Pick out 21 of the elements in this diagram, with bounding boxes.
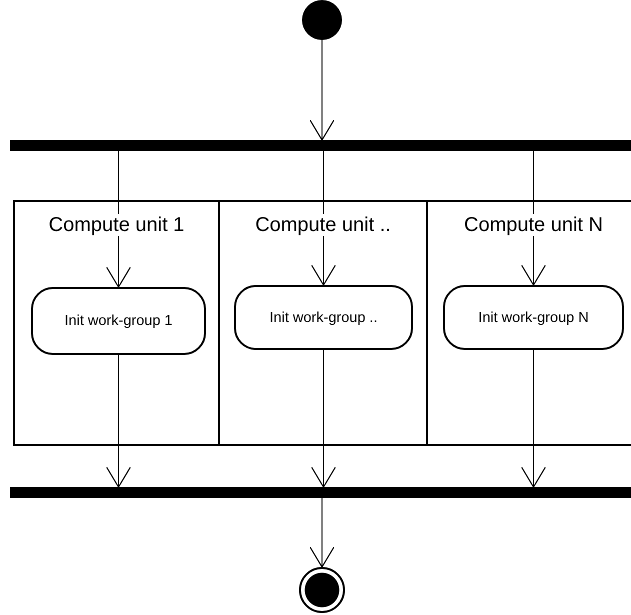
initial-node <box>302 0 342 40</box>
final-node <box>299 567 345 613</box>
arrow <box>520 150 546 286</box>
arrow <box>106 354 132 488</box>
arrow <box>106 150 132 288</box>
sync-bar <box>10 140 631 151</box>
arrow <box>309 40 335 141</box>
action-box: Init work-group N <box>443 285 624 350</box>
action-box: Init work-group .. <box>234 285 413 350</box>
arrow <box>520 350 546 488</box>
lane-heading: Compute unit 1 <box>48 214 184 236</box>
sync-bar <box>10 487 631 498</box>
lane-heading: Compute unit N <box>464 214 603 236</box>
action-box: Init work-group 1 <box>31 287 206 355</box>
lane-heading: Compute unit .. <box>255 214 391 236</box>
swimlane <box>426 200 631 446</box>
arrow <box>309 498 335 568</box>
arrow <box>310 350 336 488</box>
swimlane <box>218 200 428 446</box>
arrow <box>310 150 336 286</box>
swimlane <box>13 200 220 446</box>
